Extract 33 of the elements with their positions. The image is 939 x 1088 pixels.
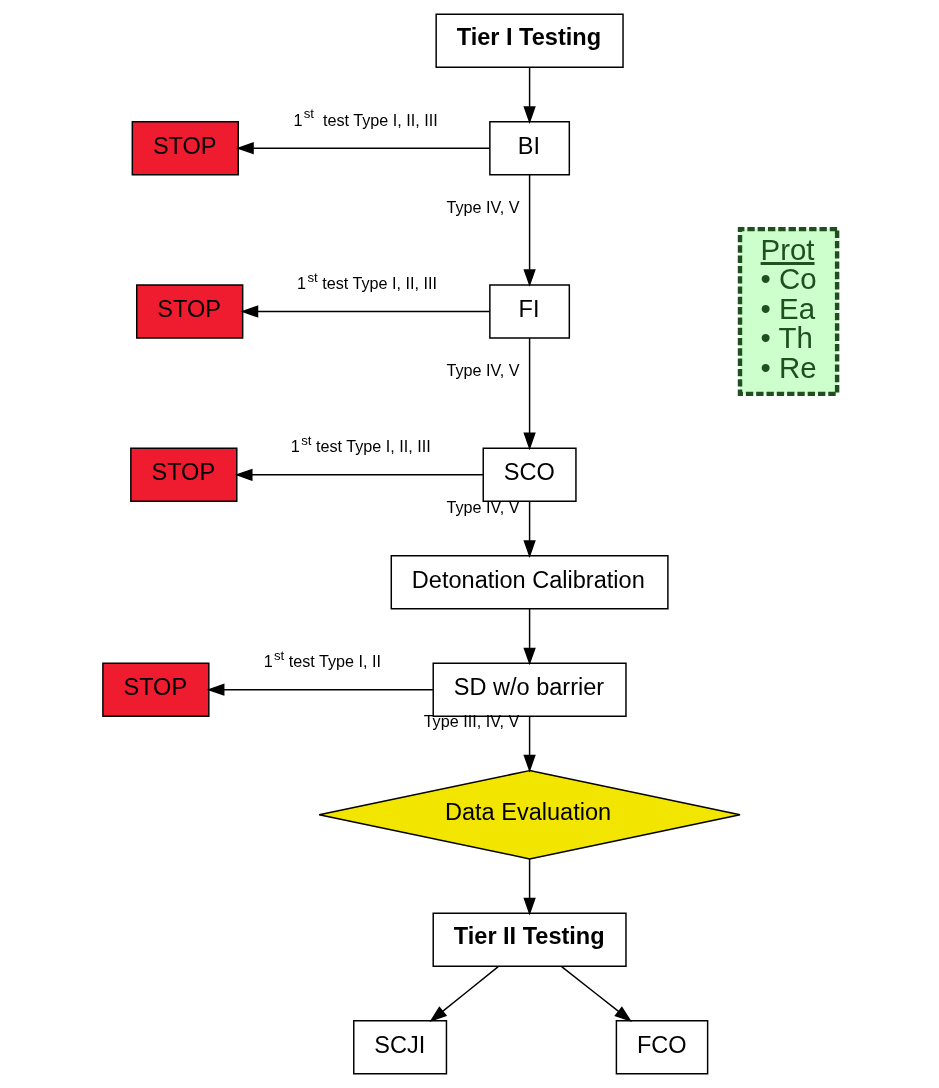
arrow bbox=[522, 66, 536, 124]
node-box: Detonation Calibration bbox=[390, 555, 669, 610]
arrow bbox=[240, 305, 490, 318]
edge-label: Type IV, V bbox=[445, 197, 520, 216]
node-box: FCO bbox=[615, 1020, 708, 1075]
node-box: Tier I Testing bbox=[434, 13, 624, 68]
arrow bbox=[234, 468, 484, 482]
node-box: STOP bbox=[131, 120, 239, 176]
node-box: STOP bbox=[135, 284, 243, 339]
arrow bbox=[206, 683, 434, 696]
node-box: BI bbox=[488, 120, 570, 176]
node-box: STOP bbox=[129, 447, 237, 503]
arrow bbox=[560, 965, 632, 1023]
arrow bbox=[522, 608, 536, 666]
node-box: Prot • Co • Ea • Th • Re bbox=[737, 226, 839, 397]
edge-label: Type IV, V bbox=[445, 361, 520, 380]
arrow bbox=[522, 715, 536, 773]
node-diamond: Data Evaluation bbox=[317, 769, 741, 860]
arrow bbox=[522, 858, 536, 916]
arrow bbox=[235, 142, 490, 155]
node-box: STOP bbox=[101, 662, 210, 717]
arrow bbox=[522, 174, 536, 287]
arrow bbox=[522, 500, 536, 558]
node-box: Tier II Testing bbox=[431, 912, 627, 968]
node-box: SCJI bbox=[352, 1020, 447, 1075]
edge-label: 1$^{st}$ test Type I, II, III bbox=[290, 432, 431, 456]
node-box: FI bbox=[488, 284, 570, 339]
edge-label: 1$^{st}$ test Type I, II, III bbox=[296, 269, 437, 293]
arrow bbox=[522, 337, 536, 451]
arrow bbox=[428, 965, 499, 1023]
edge-label: 1$^{st}$ test Type I, II, III bbox=[292, 106, 438, 129]
node-box: SCO bbox=[482, 447, 577, 503]
edge-label: 1$^{st}$ test Type I, II bbox=[263, 647, 381, 671]
